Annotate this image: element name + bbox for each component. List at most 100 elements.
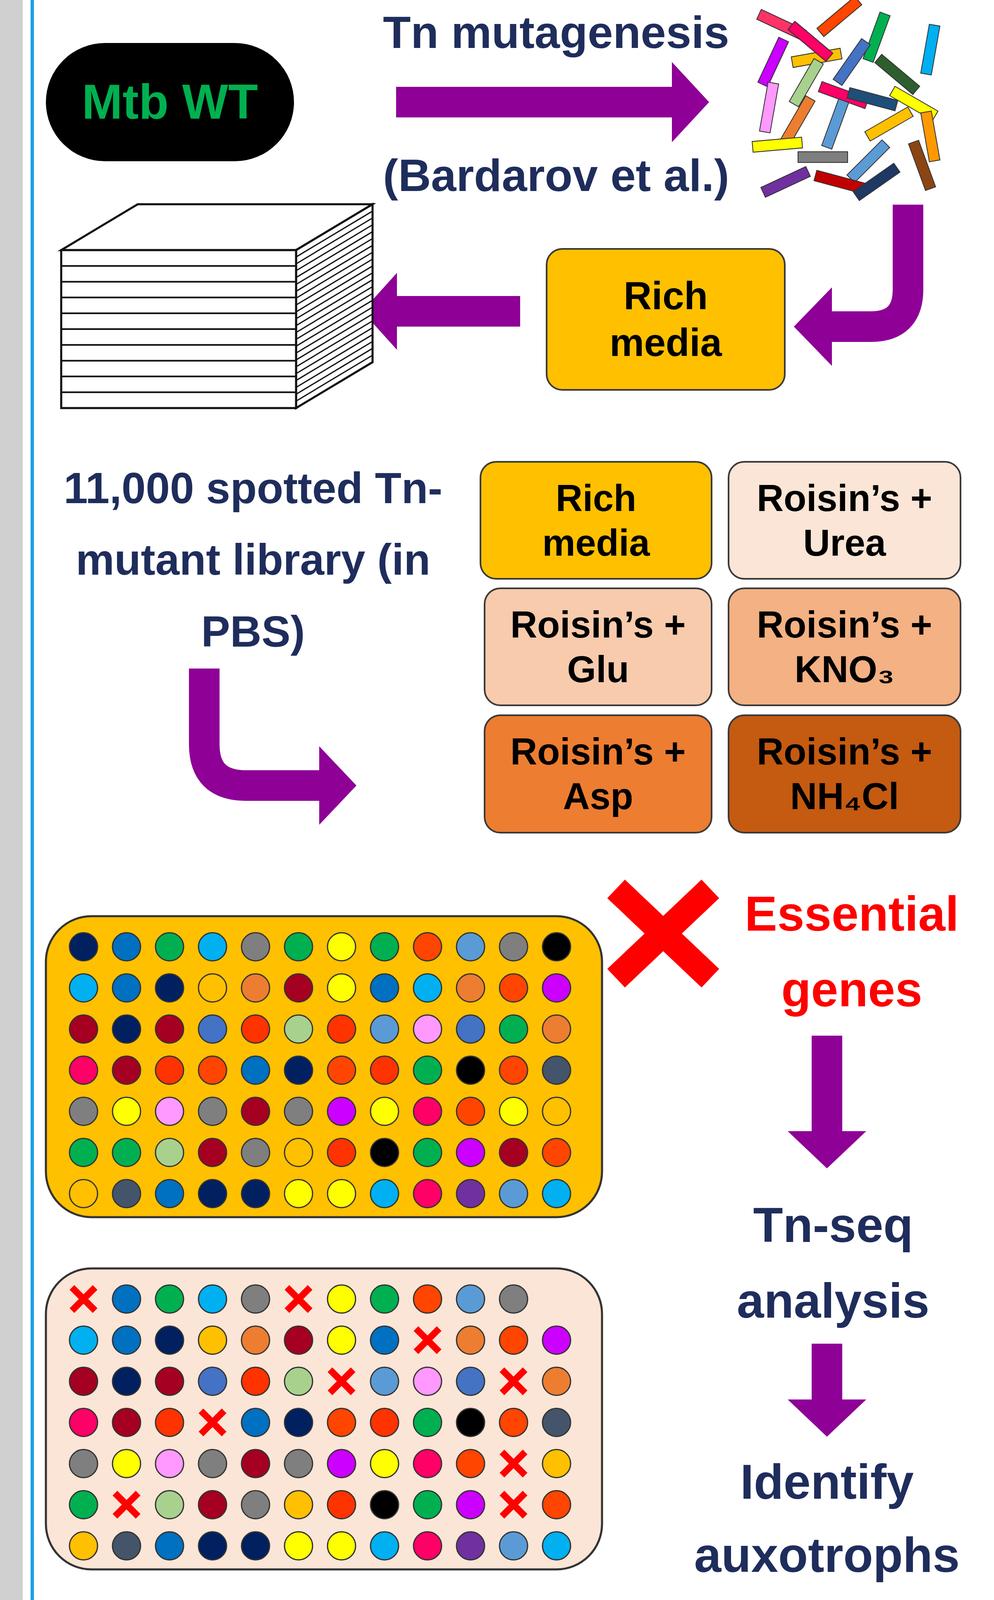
- plate-edge: [61, 296, 297, 299]
- plate-edge: [61, 280, 297, 283]
- colony: [542, 1097, 571, 1126]
- colony: [327, 1408, 356, 1437]
- plate-side-hatch: [296, 327, 373, 374]
- colony: [370, 1449, 399, 1478]
- plate-side-hatch: [296, 211, 373, 258]
- plate-side-hatch: [296, 362, 373, 409]
- colony: [542, 1491, 571, 1520]
- colony: [456, 1138, 485, 1167]
- colony: [327, 1138, 356, 1167]
- colony: [370, 1408, 399, 1437]
- transposon-fragment: [920, 24, 940, 76]
- colony: [542, 1056, 571, 1085]
- plate-side-hatch: [296, 245, 373, 292]
- colony: [198, 1531, 227, 1561]
- colony: [155, 1449, 184, 1478]
- transposon-fragment: [853, 163, 900, 201]
- arrow-left: [362, 272, 521, 350]
- colony: [370, 1056, 399, 1085]
- colony-plate: [45, 1268, 603, 1570]
- plate-edge: [61, 359, 297, 362]
- colony: [413, 1531, 442, 1561]
- colony: [241, 1056, 270, 1085]
- dead-mutant-cross: [415, 1328, 440, 1353]
- plate-stack: [61, 204, 373, 409]
- colony: [456, 1408, 485, 1437]
- colony: [413, 1015, 442, 1044]
- box-text: Roisin’s + Glu: [494, 602, 702, 692]
- colony: [198, 1138, 227, 1167]
- colony: [69, 932, 98, 961]
- step-label: (Bardarov et al.): [349, 148, 763, 203]
- plate-side-hatch: [296, 320, 373, 367]
- step-text: Identify auxotrophs: [669, 1445, 985, 1592]
- transposon-fragment: [821, 98, 849, 150]
- colony: [155, 1285, 184, 1314]
- plate-edge: [61, 375, 297, 378]
- transposon-fragment: [759, 82, 779, 134]
- arrow-head: [793, 287, 832, 366]
- colony: [198, 1449, 227, 1478]
- plate-side-hatch: [296, 272, 373, 319]
- colony: [69, 1138, 98, 1167]
- transposon-fragment: [908, 140, 936, 191]
- plate-side-hatch: [296, 334, 373, 381]
- colony: [155, 974, 184, 1003]
- colony: [499, 1138, 528, 1167]
- colony: [284, 1408, 313, 1437]
- colony: [413, 1179, 442, 1208]
- plate-edge: [61, 328, 297, 330]
- colony: [327, 1449, 356, 1478]
- colony: [413, 932, 442, 961]
- colony: [284, 1097, 313, 1126]
- colony: [69, 1531, 98, 1561]
- colony: [456, 1179, 485, 1208]
- colony: [284, 1367, 313, 1396]
- colony: [499, 1326, 528, 1355]
- colony: [241, 1015, 270, 1044]
- colony: [284, 932, 313, 961]
- plate-side-hatch: [296, 286, 373, 333]
- colony: [69, 1367, 98, 1396]
- agar-plate: [45, 916, 603, 1218]
- colony: [112, 1179, 141, 1208]
- box-text: Roisin’s + NH₄Cl: [741, 729, 949, 819]
- colony: [241, 1408, 270, 1437]
- colony: [155, 1531, 184, 1561]
- plate-side-hatch: [296, 307, 373, 354]
- colony: [155, 1326, 184, 1355]
- plate-edge: [61, 312, 297, 315]
- colony: [327, 1326, 356, 1355]
- colony: [456, 1056, 485, 1085]
- media-box: Roisin’s + Asp: [483, 714, 713, 834]
- transposon-fragment: [847, 87, 899, 111]
- colony: [499, 1531, 528, 1561]
- colony: [542, 932, 571, 961]
- colony: [370, 974, 399, 1003]
- colony: [499, 1056, 528, 1085]
- transposon-fragment: [833, 38, 871, 86]
- media-box: Roisin’s + NH₄Cl: [727, 714, 962, 834]
- box-text: Roisin’s + Urea: [741, 475, 949, 566]
- dead-mutant-cross: [286, 1287, 311, 1311]
- colony: [112, 1531, 141, 1561]
- box-text: Roisin’s + Asp: [494, 729, 702, 819]
- dead-mutant-cross: [200, 1411, 225, 1435]
- colony: [327, 1531, 356, 1561]
- box-text: Roisin’s + KNO₃: [741, 602, 949, 692]
- colony: [198, 1285, 227, 1314]
- colony: [198, 1056, 227, 1085]
- colony: [370, 1367, 399, 1396]
- plate-side-hatch: [296, 259, 373, 306]
- colony: [542, 1326, 571, 1355]
- colony: [413, 974, 442, 1003]
- colony: [284, 1531, 313, 1561]
- colony: [413, 1408, 442, 1437]
- colony: [69, 1097, 98, 1126]
- arrow-down: [787, 1035, 867, 1169]
- colony: [542, 1367, 571, 1396]
- colony: [155, 1179, 184, 1208]
- colony: [327, 1285, 356, 1314]
- dead-mutant-cross: [329, 1369, 354, 1394]
